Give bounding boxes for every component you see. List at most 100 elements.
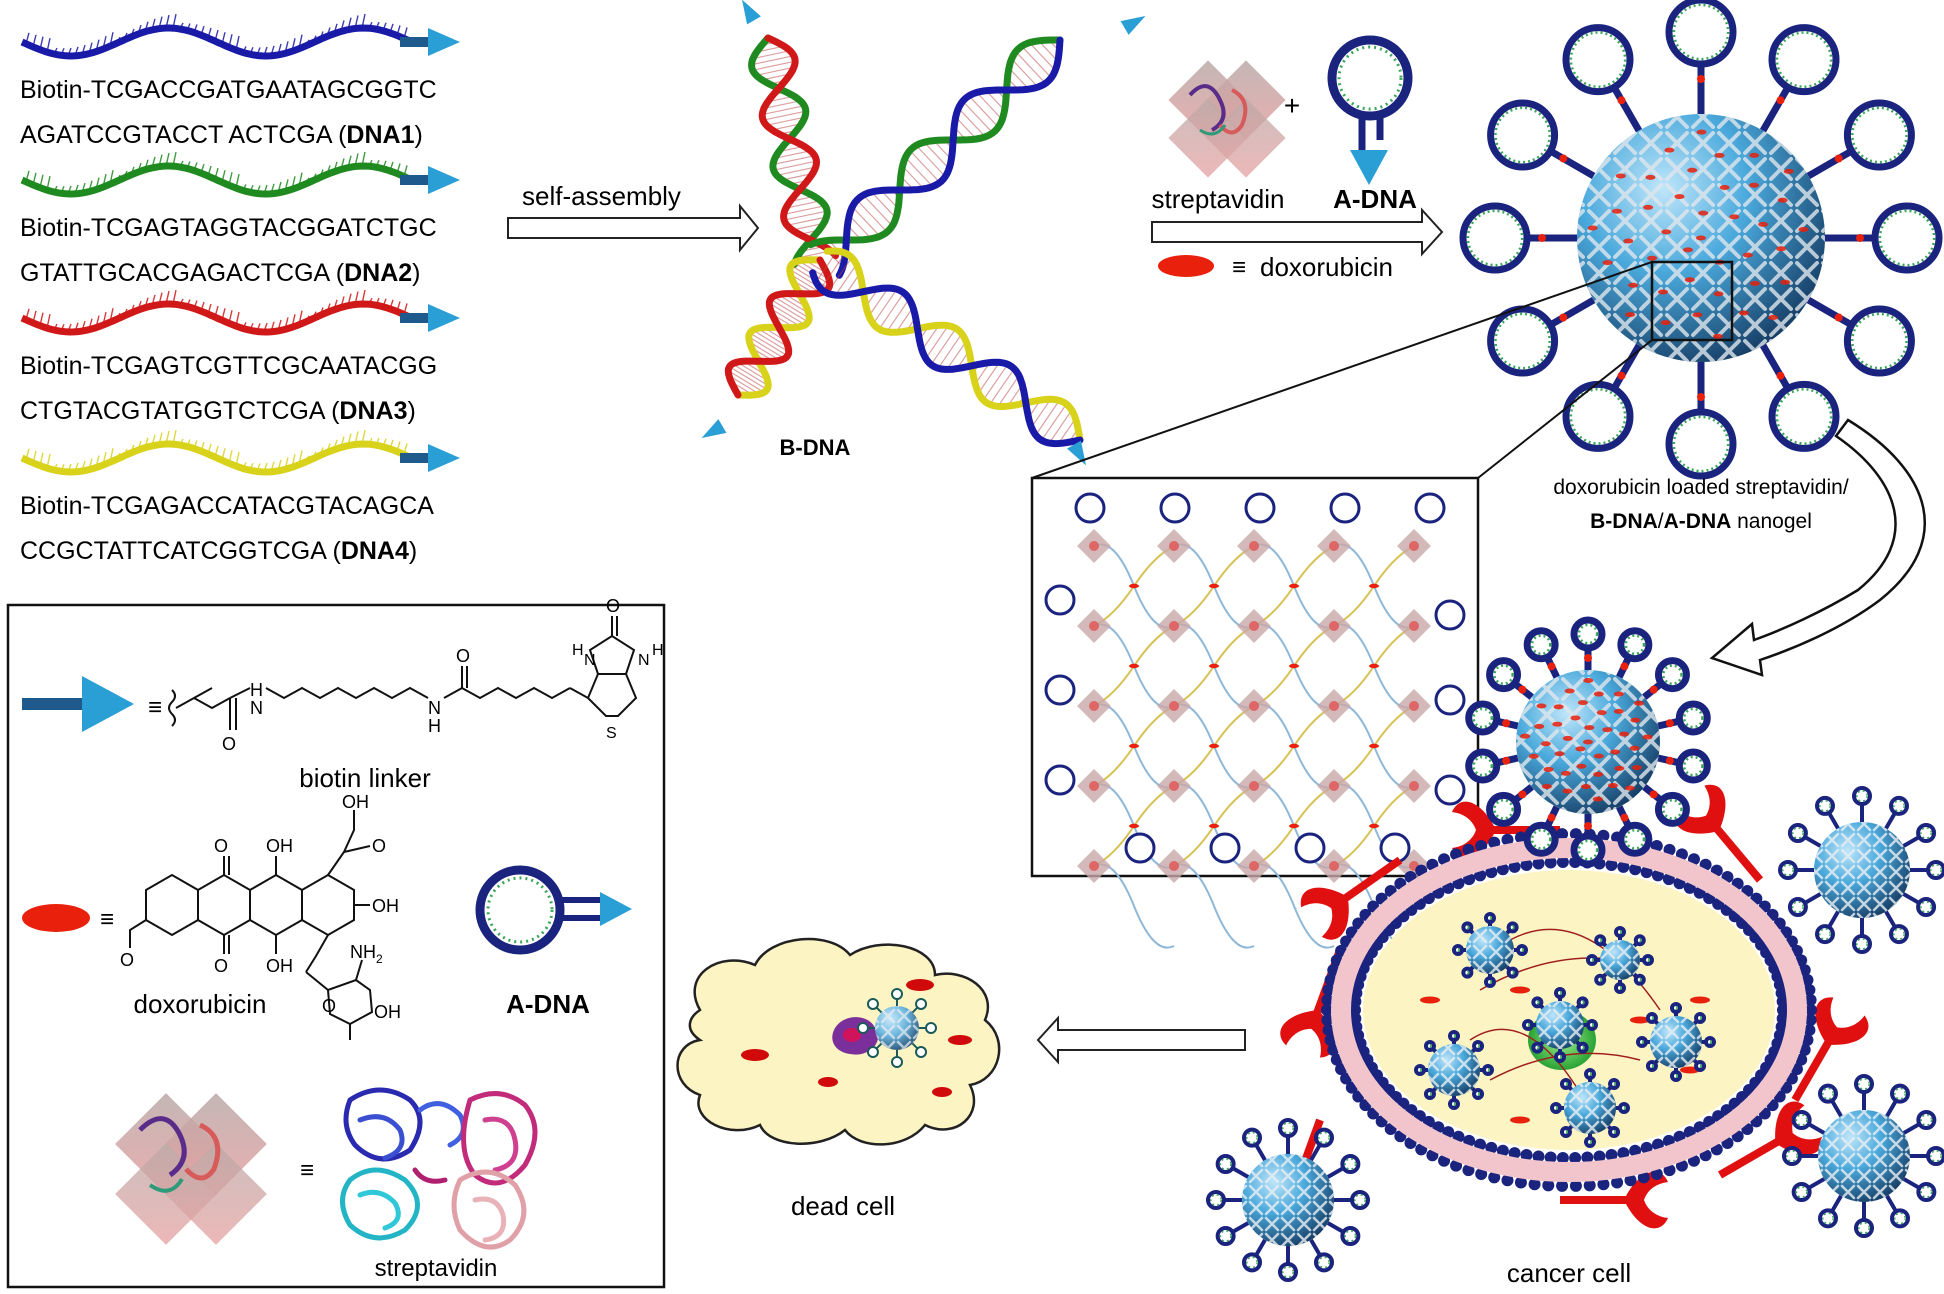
dna-base — [137, 440, 142, 451]
dna-base — [354, 15, 359, 29]
b-dna-arm-bottomleft — [724, 256, 834, 399]
receptor — [1674, 784, 1764, 883]
self-assembly-label: self-assembly — [522, 181, 681, 211]
a-dna-loop — [1614, 926, 1626, 938]
dna-base — [123, 32, 128, 41]
a-dna-loop — [1379, 832, 1411, 864]
dna-base — [39, 36, 44, 50]
dna-base — [326, 303, 331, 313]
dna-base — [81, 320, 86, 332]
dna-base — [382, 22, 387, 31]
chem-o-d2: O — [214, 956, 228, 976]
a-dna-loop — [1482, 1064, 1494, 1076]
dna-base — [298, 450, 303, 465]
a-dna-loop — [1704, 1036, 1716, 1048]
dna-base — [74, 322, 79, 333]
dna-strand-1: Biotin-TCGACCGATGAATAGCGGTCAGATCCGTACCT … — [20, 13, 460, 149]
a-dna-loop — [1487, 305, 1559, 377]
receptor — [1718, 1101, 1823, 1179]
dna-base — [270, 461, 275, 473]
dna-base — [368, 159, 373, 167]
a-dna-loop — [1665, 0, 1737, 68]
dna-base — [67, 323, 72, 333]
dna-base — [347, 155, 352, 168]
dna-base — [172, 290, 177, 305]
dna-base — [200, 441, 205, 452]
dna-base — [123, 448, 128, 457]
internal-nanogel — [1586, 926, 1654, 994]
dna-base — [81, 460, 86, 472]
dna-base — [312, 35, 317, 43]
dna-base — [165, 430, 170, 445]
internal-nanogel — [1636, 1002, 1716, 1082]
dna-base — [403, 27, 408, 39]
dna-base — [228, 34, 233, 48]
a-dna-loop — [1843, 305, 1915, 377]
dna-base — [193, 300, 198, 309]
dna-base — [39, 452, 44, 466]
dna-base — [123, 308, 128, 317]
equiv-symbol-dox: ≡ — [100, 906, 114, 933]
a-dna-label: A-DNA — [1333, 184, 1417, 214]
strand-seq-line1: Biotin-TCGAGTAGGTACGGATCTGC — [20, 214, 437, 242]
dna-base — [305, 455, 310, 463]
dna-base — [319, 307, 324, 316]
dna-base — [116, 312, 121, 320]
a-dna-loop — [1594, 934, 1607, 947]
cancer-cell — [1206, 616, 1944, 1282]
a-dna-loop — [1423, 1039, 1436, 1052]
dna-base — [312, 451, 317, 459]
dna-base — [88, 180, 93, 192]
a-dna-loop — [1414, 1064, 1426, 1076]
dna-base — [67, 463, 72, 473]
dna-base — [102, 35, 107, 50]
dna-base — [214, 305, 219, 318]
a-dna-loop — [1459, 202, 1531, 274]
dna-base — [382, 438, 387, 447]
zoom-line-top — [1031, 261, 1653, 479]
a-dna-loop — [1074, 492, 1106, 524]
linker-bar — [400, 313, 432, 323]
dna-base — [53, 323, 58, 331]
dna-backbone — [20, 300, 412, 336]
dna-base — [235, 35, 240, 51]
chem-o-d4: O — [120, 950, 134, 970]
dna-base — [116, 174, 121, 182]
a-dna-loop — [1694, 1011, 1707, 1024]
a-dna-loop — [1472, 1039, 1485, 1052]
chem-o-d1: O — [214, 836, 228, 856]
dna-base — [165, 14, 170, 29]
dna-base — [340, 436, 345, 448]
a-dna-loop — [1461, 921, 1474, 934]
dna-base — [32, 172, 37, 186]
dna-base — [60, 186, 65, 194]
dna-base — [214, 167, 219, 180]
biotin-arrow-icon — [428, 444, 460, 472]
dna-base — [214, 445, 219, 458]
dna-base — [130, 166, 135, 176]
dna-base — [144, 437, 149, 448]
dna-base — [333, 161, 338, 172]
dna-base — [333, 439, 338, 450]
a-dna-loop — [1636, 1036, 1648, 1048]
dna-base — [137, 162, 142, 173]
dna-base — [284, 317, 289, 330]
dead-cell-label: dead cell — [791, 1191, 895, 1221]
dna-base — [347, 293, 352, 306]
internal-nanogel — [1522, 987, 1598, 1063]
dna-base — [256, 47, 261, 56]
b-dna-end-arrow-icon — [1120, 16, 1146, 35]
dna-base — [116, 452, 121, 460]
dna-base — [158, 432, 163, 445]
dna-base — [242, 462, 247, 469]
dna-base — [291, 176, 296, 190]
dna-base — [403, 443, 408, 455]
dna-base — [95, 39, 100, 52]
dna-base — [165, 290, 170, 305]
equiv-symbol-1: ≡ — [1232, 254, 1246, 281]
dna-base — [396, 301, 401, 312]
dna-base — [326, 443, 331, 453]
dna-base — [382, 298, 387, 307]
dna-base — [88, 42, 93, 54]
a-dna-loop — [1472, 1088, 1485, 1101]
